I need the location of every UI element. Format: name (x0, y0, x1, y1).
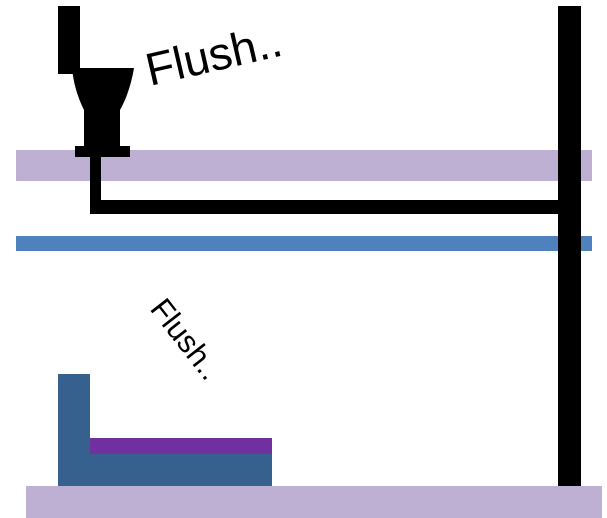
toilet-icon (72, 68, 134, 157)
bed-icon (58, 374, 272, 486)
upper-flush-label: Flush.. (141, 14, 287, 96)
toilet-tank (58, 6, 80, 74)
lower-flush-label: Flush.. (143, 292, 228, 387)
lower-room-ceiling (16, 236, 592, 251)
ground-floor-slab (26, 486, 602, 518)
bed-mattress (90, 438, 272, 454)
bed-base (58, 454, 272, 486)
vertical-stack-pipe (558, 6, 581, 486)
horizontal-drain-pipe (90, 200, 568, 214)
toilet-drain-pipe (90, 150, 101, 214)
